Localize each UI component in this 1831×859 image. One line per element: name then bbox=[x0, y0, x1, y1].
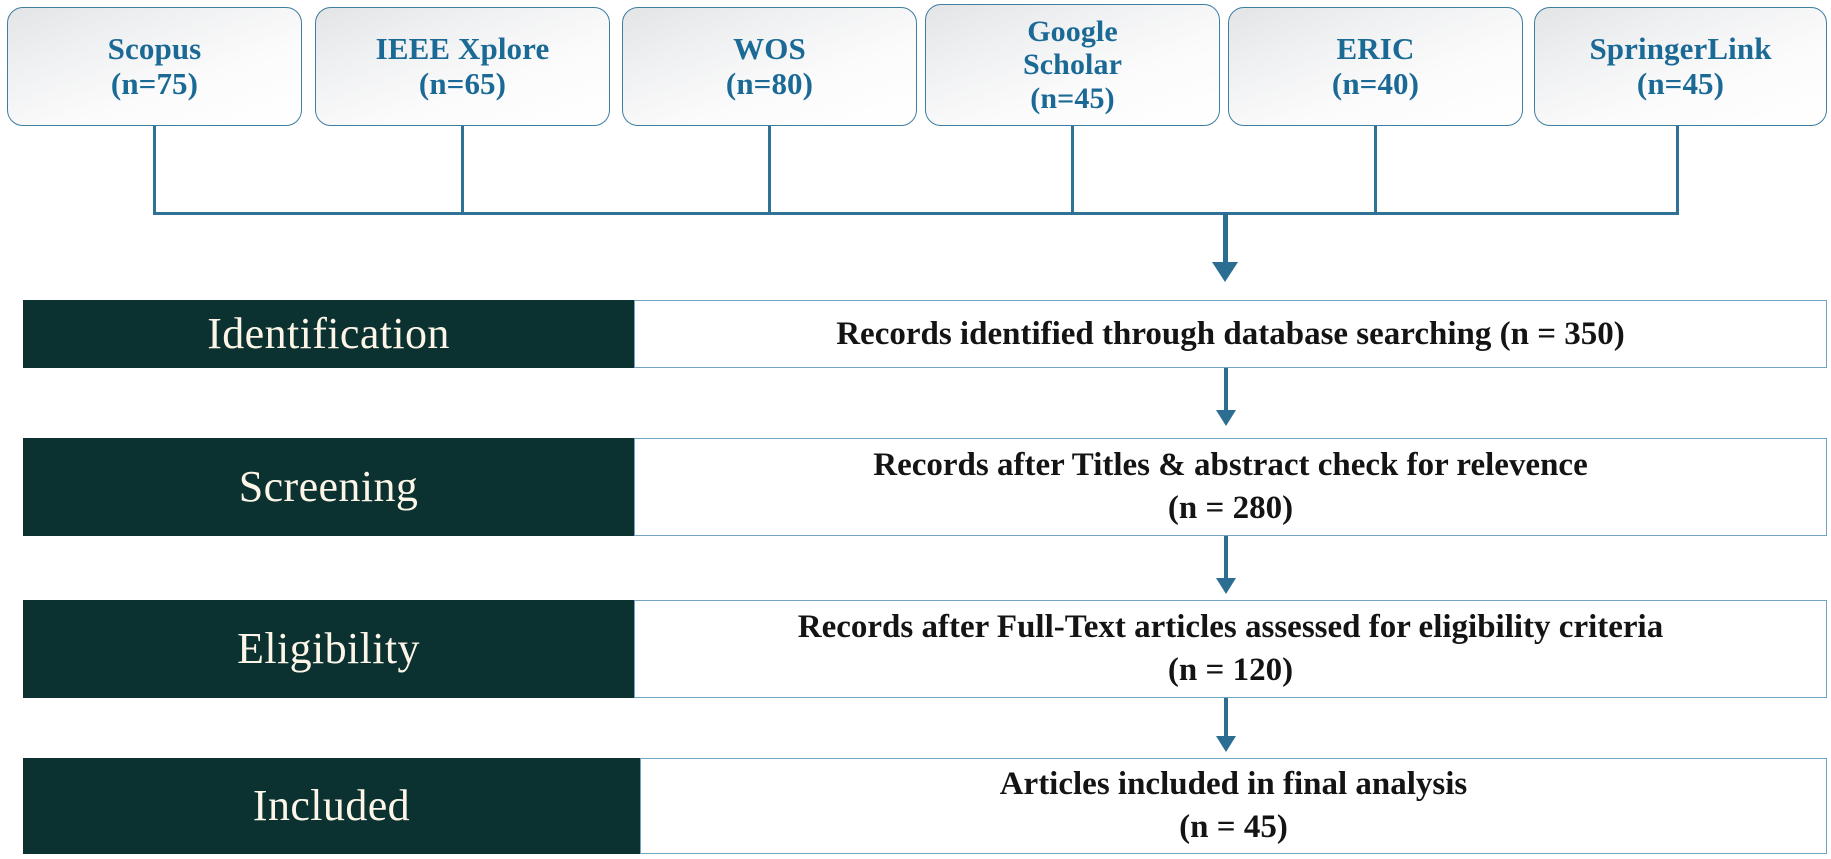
stage-body-included: Articles included in final analysis (n =… bbox=[640, 758, 1827, 854]
connector-drop-google-scholar bbox=[1071, 126, 1074, 215]
stage-label-screening-text: Screening bbox=[238, 462, 419, 511]
stage-body-identification: Records identified through database sear… bbox=[634, 300, 1827, 368]
arrow-identification-to-screening-shaft bbox=[1224, 368, 1228, 414]
stage-body-eligibility-text: Records after Full-Text articles assesse… bbox=[797, 609, 1664, 688]
connector-bus-line bbox=[153, 212, 1679, 215]
stage-label-eligibility-text: Eligibility bbox=[237, 624, 420, 673]
source-box-scopus: Scopus (n=75) bbox=[7, 7, 302, 126]
stage-label-included: Included bbox=[23, 758, 640, 854]
source-box-eric: ERIC (n=40) bbox=[1228, 7, 1523, 126]
stage-label-included-text: Included bbox=[252, 781, 411, 830]
arrow-eligibility-to-included-head bbox=[1216, 736, 1236, 752]
arrow-sources-to-identification-shaft bbox=[1223, 212, 1228, 264]
connector-drop-ieee-xplore bbox=[461, 126, 464, 215]
source-box-scopus-label: Scopus (n=75) bbox=[107, 30, 202, 101]
arrow-screening-to-eligibility-head bbox=[1216, 578, 1236, 594]
source-box-springerlink-label: SpringerLink (n=45) bbox=[1589, 30, 1772, 101]
source-box-google-scholar: Google Scholar (n=45) bbox=[925, 4, 1220, 126]
stage-body-screening: Records after Titles & abstract check fo… bbox=[634, 438, 1827, 536]
source-box-eric-label: ERIC (n=40) bbox=[1331, 30, 1420, 101]
connector-drop-springerlink bbox=[1676, 126, 1679, 215]
stage-body-identification-text: Records identified through database sear… bbox=[836, 315, 1625, 352]
stage-label-identification: Identification bbox=[23, 300, 634, 368]
arrow-sources-to-identification-head bbox=[1212, 262, 1238, 282]
source-box-wos-label: WOS (n=80) bbox=[725, 30, 814, 101]
connector-drop-eric bbox=[1374, 126, 1377, 215]
arrow-screening-to-eligibility-shaft bbox=[1224, 536, 1228, 582]
stage-label-eligibility: Eligibility bbox=[23, 600, 634, 698]
arrow-eligibility-to-included-shaft bbox=[1224, 698, 1228, 740]
stage-body-screening-text: Records after Titles & abstract check fo… bbox=[873, 447, 1588, 526]
source-box-ieee-xplore-label: IEEE Xplore (n=65) bbox=[375, 30, 550, 101]
stage-body-included-text: Articles included in final analysis (n =… bbox=[999, 766, 1468, 845]
source-box-ieee-xplore: IEEE Xplore (n=65) bbox=[315, 7, 610, 126]
source-box-wos: WOS (n=80) bbox=[622, 7, 917, 126]
stage-label-identification-text: Identification bbox=[207, 309, 450, 358]
arrow-identification-to-screening-head bbox=[1216, 410, 1236, 426]
source-box-springerlink: SpringerLink (n=45) bbox=[1534, 7, 1827, 126]
connector-drop-wos bbox=[768, 126, 771, 215]
stage-body-eligibility: Records after Full-Text articles assesse… bbox=[634, 600, 1827, 698]
connector-drop-scopus bbox=[153, 126, 156, 215]
stage-label-screening: Screening bbox=[23, 438, 634, 536]
source-box-google-scholar-label: Google Scholar (n=45) bbox=[1022, 14, 1123, 115]
